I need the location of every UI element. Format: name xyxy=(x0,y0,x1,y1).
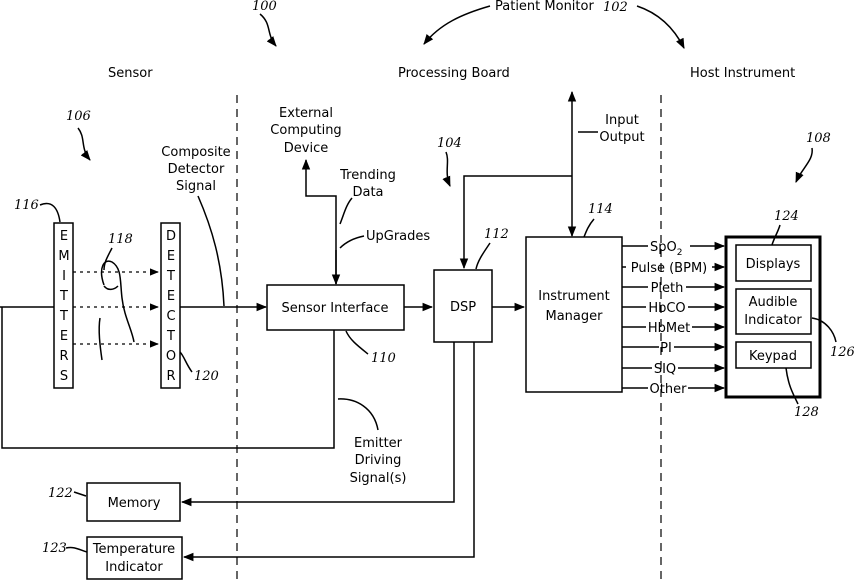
output-spo2: SpO2 xyxy=(650,240,682,258)
ref-128: 128 xyxy=(794,405,819,420)
ref-120-leader xyxy=(180,352,192,372)
section-processing-board: Processing Board xyxy=(398,66,510,81)
ref-123: 123 xyxy=(42,541,67,556)
dsp-to-memory xyxy=(182,342,454,502)
detector-letter: T xyxy=(166,269,175,284)
patient-monitor-right-arrow xyxy=(637,6,684,48)
output-pleth: Pleth xyxy=(651,281,684,296)
external-device-1: External xyxy=(279,106,333,121)
instrument-manager-2: Manager xyxy=(546,309,604,324)
ref-102: 102 xyxy=(603,0,628,15)
ref-122-leader xyxy=(74,492,86,496)
memory-label: Memory xyxy=(108,496,161,511)
section-host-instrument: Host Instrument xyxy=(690,66,795,81)
output-pulse: Pulse (BPM) xyxy=(631,261,707,276)
ref-100: 100 xyxy=(252,0,277,14)
output-siq: SIQ xyxy=(654,362,676,377)
ref-110: 110 xyxy=(371,351,396,366)
ref-116: 116 xyxy=(14,198,39,213)
output-pi: PI xyxy=(660,341,672,356)
emitters-letter: T xyxy=(59,289,68,304)
emitter-driving-1: Emitter xyxy=(354,436,403,451)
ref-106: 106 xyxy=(66,109,91,124)
ref-124: 124 xyxy=(774,209,799,224)
emitters-letter: M xyxy=(58,249,69,264)
emitters-letter: E xyxy=(60,329,68,344)
ref-112-leader xyxy=(476,243,490,269)
ref-123-leader xyxy=(66,547,87,552)
patient-monitor-label: Patient Monitor xyxy=(495,0,594,14)
output-hbmet: HbMet xyxy=(648,321,690,336)
ref-126: 126 xyxy=(830,345,854,360)
output-label: Output xyxy=(599,130,644,145)
ref-116-leader xyxy=(40,204,60,222)
trending-data-1: Trending xyxy=(339,168,396,183)
finger-edge xyxy=(99,318,102,360)
ref-118: 118 xyxy=(108,232,133,247)
ref-122: 122 xyxy=(48,486,73,501)
ref-104: 104 xyxy=(437,136,462,151)
output-hbco: HbCO xyxy=(648,301,685,316)
ref-104-arrow xyxy=(446,152,450,186)
ref-112: 112 xyxy=(484,227,509,242)
detector-letter: D xyxy=(166,229,176,244)
sensor-interface-label: Sensor Interface xyxy=(282,301,389,316)
ref-100-arrow xyxy=(260,14,276,46)
audible-label-1: Audible xyxy=(749,295,798,310)
input-label: Input xyxy=(605,113,639,128)
instrument-manager-1: Instrument xyxy=(538,289,610,304)
ref-106-arrow xyxy=(78,128,90,160)
composite-label-1: Composite xyxy=(161,145,230,160)
ref-114-leader xyxy=(584,219,594,237)
keypad-label: Keypad xyxy=(749,349,797,364)
emitter-driving-2: Driving xyxy=(355,453,402,468)
detector-letter: O xyxy=(166,349,176,364)
displays-label: Displays xyxy=(746,257,801,272)
ref-108: 108 xyxy=(806,131,831,146)
section-sensor: Sensor xyxy=(108,66,153,81)
emitters-letter: I xyxy=(62,269,66,284)
composite-leader xyxy=(198,196,224,306)
temperature-label-1: Temperature xyxy=(92,542,175,557)
detector-letter: T xyxy=(166,329,175,344)
emitter-driving-3: Signal(s) xyxy=(350,471,407,486)
ref-118-leader xyxy=(104,248,112,270)
composite-label-2: Detector xyxy=(168,162,225,177)
upgrades-leader xyxy=(340,236,364,248)
detector-letter: C xyxy=(166,309,175,324)
temperature-label-2: Indicator xyxy=(105,560,163,575)
external-device-3: Device xyxy=(284,141,328,156)
trending-data-2: Data xyxy=(352,185,383,200)
patient-monitor-left-arrow xyxy=(424,6,490,44)
finger-outline xyxy=(102,261,134,342)
audible-label-2: Indicator xyxy=(744,313,802,328)
output-other: Other xyxy=(650,382,688,397)
external-device-2: Computing xyxy=(270,123,341,138)
dsp-label: DSP xyxy=(450,300,476,315)
emitter-driving-leader xyxy=(338,399,378,430)
detector-letter: E xyxy=(167,249,175,264)
ref-108-arrow xyxy=(796,148,812,182)
trending-path xyxy=(306,160,336,284)
ref-120: 120 xyxy=(194,369,219,384)
emitters-letter: R xyxy=(59,349,68,364)
finger-nail xyxy=(104,286,118,289)
emitters-letter: T xyxy=(59,309,68,324)
ref-114: 114 xyxy=(588,202,613,217)
detector-letter: E xyxy=(167,289,175,304)
trending-leader xyxy=(340,198,352,224)
upgrades-label: UpGrades xyxy=(366,229,430,244)
dsp-to-temperature xyxy=(184,342,474,557)
emitters-letter: E xyxy=(60,229,68,244)
composite-label-3: Signal xyxy=(176,179,216,194)
emitters-letter: S xyxy=(60,369,68,384)
ref-110-leader xyxy=(346,331,368,354)
detector-letter: R xyxy=(166,369,175,384)
